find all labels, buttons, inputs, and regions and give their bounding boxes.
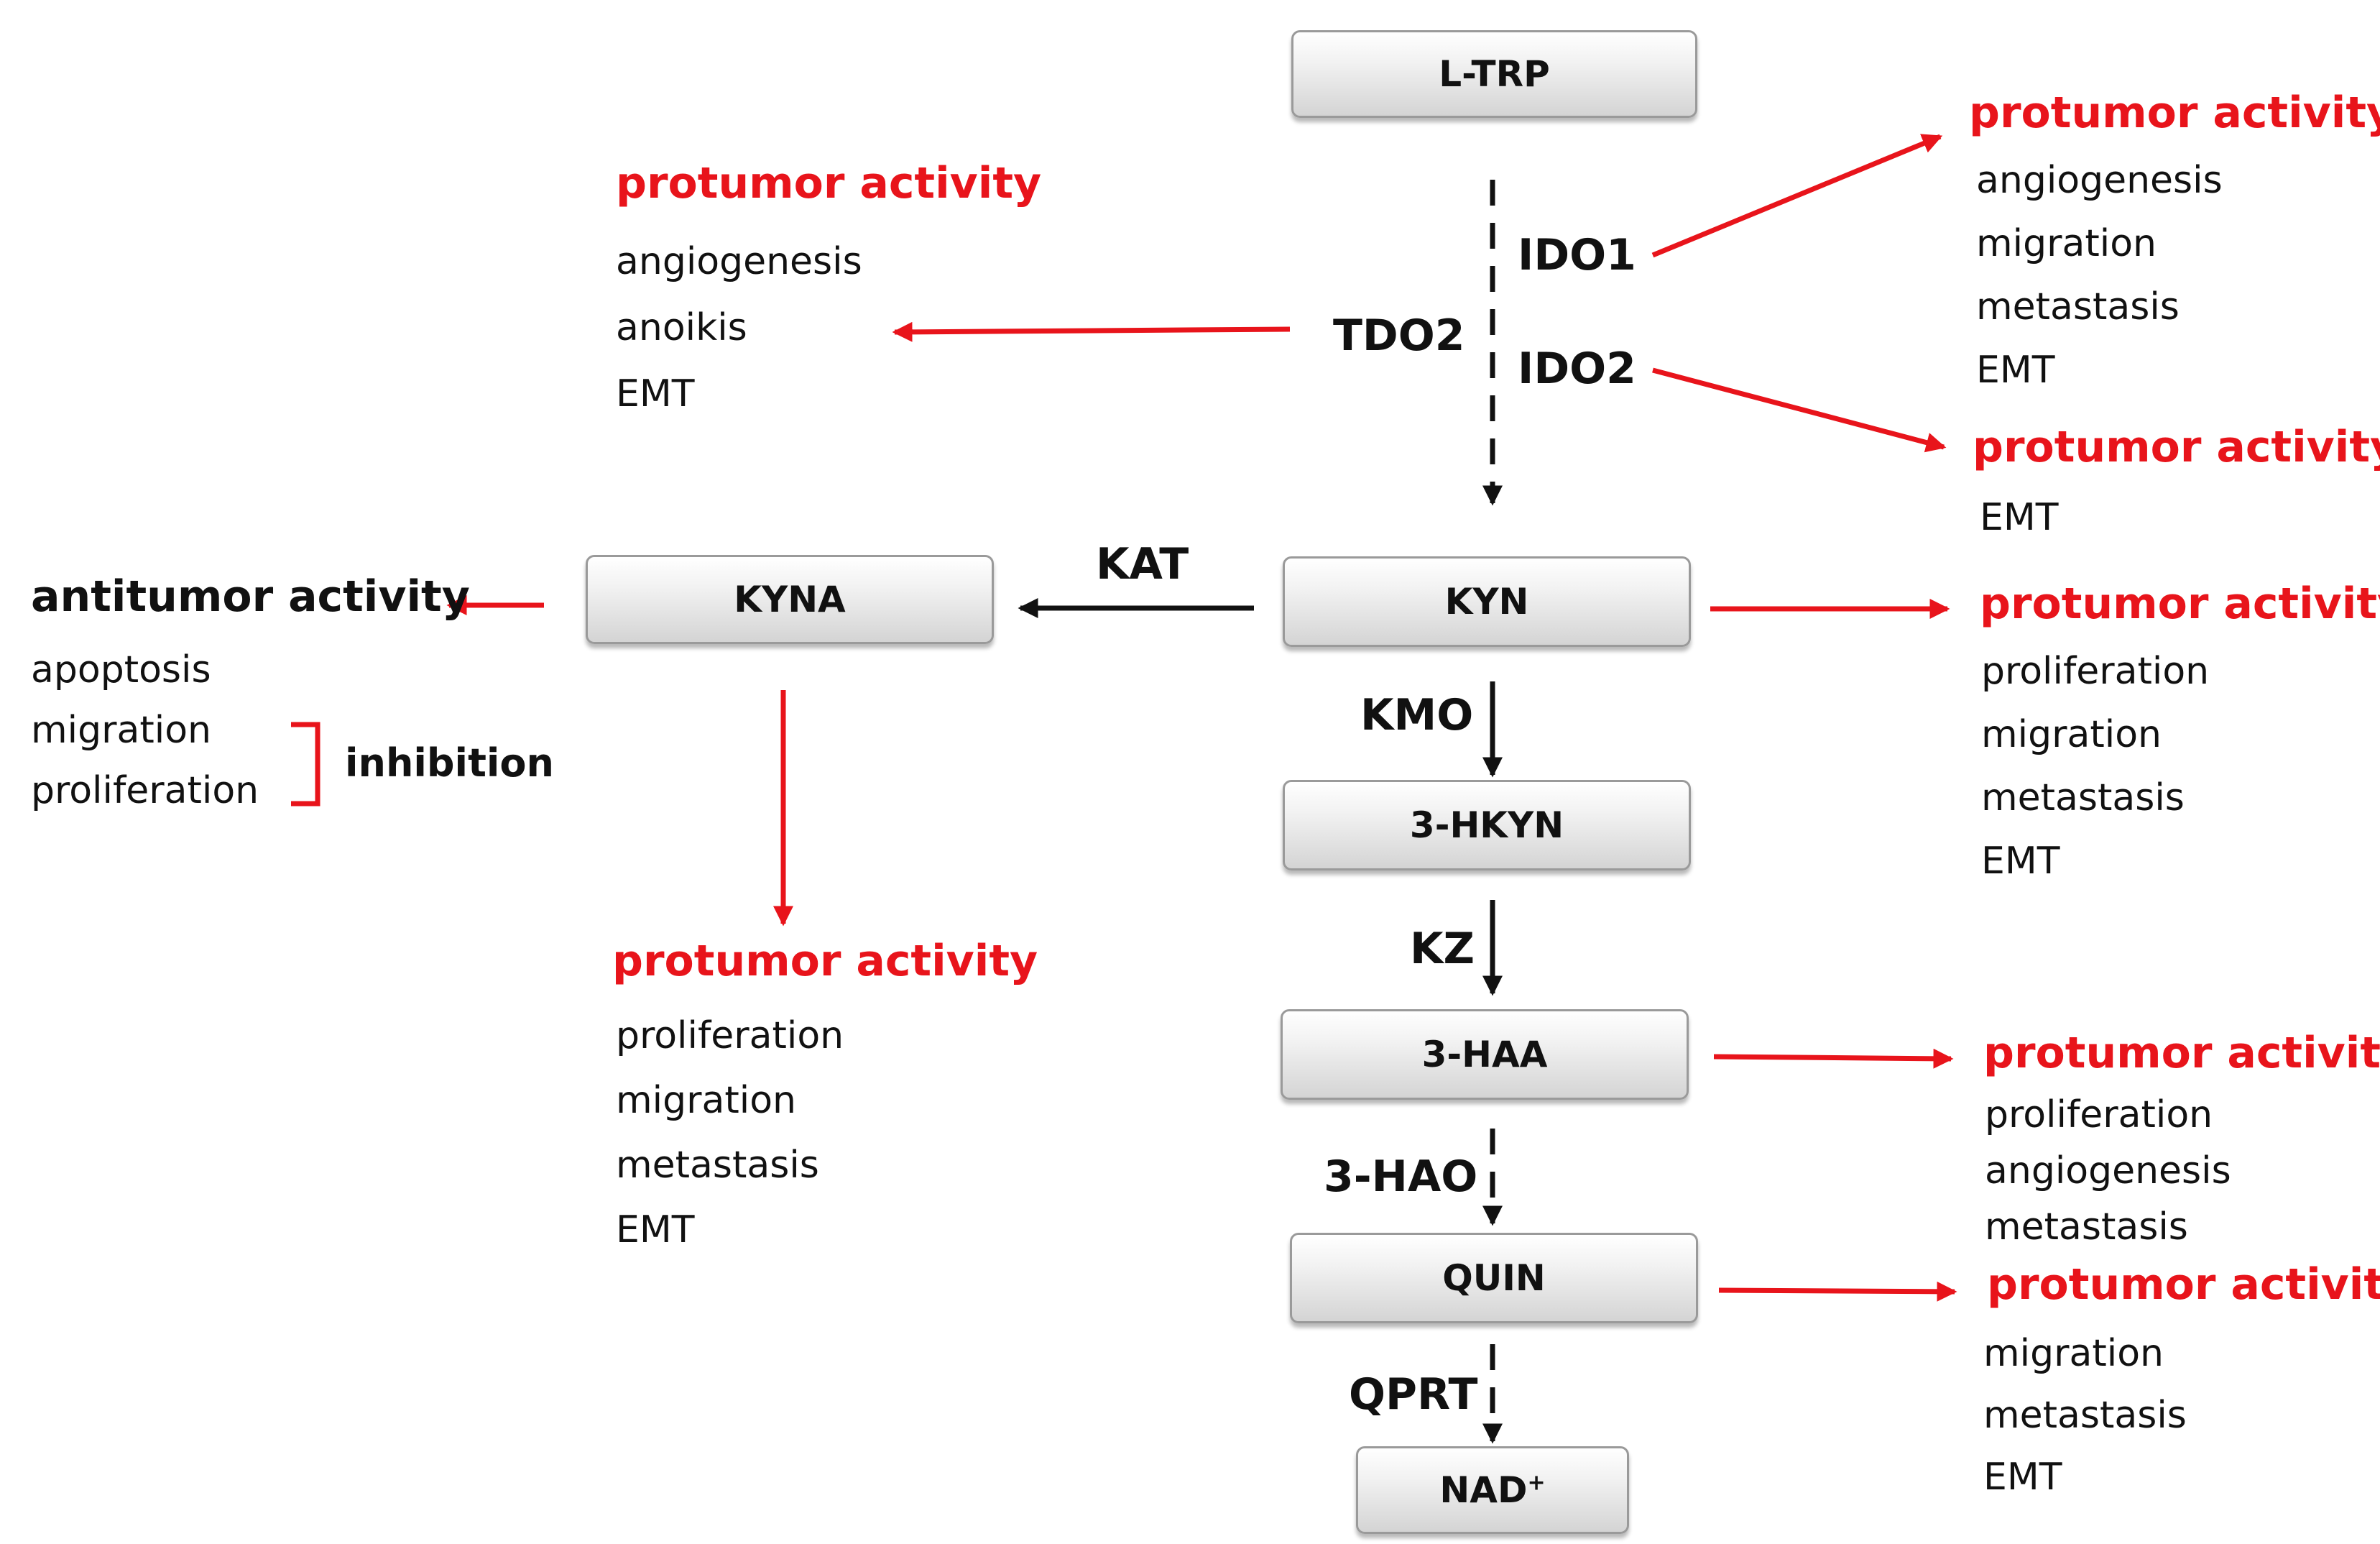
enzyme-tdo2: TDO2	[1333, 311, 1465, 361]
haa-effects-list: proliferation angiogenesis metastasis	[1985, 1087, 2231, 1255]
arrow-haa-effects	[1713, 1048, 1954, 1069]
enzyme-ido1: IDO1	[1518, 230, 1636, 280]
list-item: migration	[31, 709, 211, 752]
list-item: EMT	[616, 1208, 695, 1251]
node-label: L-TRP	[1439, 53, 1550, 95]
list-item: metastasis	[1976, 285, 2180, 328]
kyna-protumor-heading: protumor activity	[612, 936, 1038, 986]
list-item: proliferation	[1981, 650, 2210, 693]
list-item: metastasis	[616, 1144, 819, 1187]
arrow-quin-effects	[1718, 1281, 1957, 1302]
quin-effects-list: migration metastasis EMT	[1983, 1323, 2187, 1508]
kyn-effects-heading: protumor activity	[1980, 579, 2380, 629]
nad-superscript: +	[1527, 1470, 1546, 1496]
enzyme-ido2: IDO2	[1518, 344, 1636, 394]
inhibition-label: inhibition	[345, 740, 554, 786]
ido2-effects-list: EMT	[1980, 489, 2058, 546]
kyna-antitumor-heading: antitumor activity	[31, 571, 470, 622]
list-item: EMT	[1976, 349, 2055, 392]
node-label: QUIN	[1442, 1257, 1546, 1299]
node-l-trp: L-TRP	[1291, 30, 1697, 118]
list-item: metastasis	[1983, 1394, 2187, 1437]
list-item: proliferation	[616, 1014, 844, 1057]
enzyme-kmo: KMO	[1360, 690, 1474, 740]
kyna-protumor-list: proliferation migration metastasis EMT	[616, 1003, 844, 1262]
ido2-effects-heading: protumor activity	[1973, 422, 2380, 472]
list-item: proliferation	[1985, 1093, 2213, 1136]
list-item: EMT	[1981, 840, 2060, 883]
list-item: apoptosis	[31, 648, 211, 691]
list-item: migration	[616, 1079, 796, 1122]
inhibition-bracket	[291, 722, 320, 807]
quin-effects-heading: protumor activity	[1987, 1259, 2380, 1310]
tdo2-effects-list: angiogenesis anoikis EMT	[616, 229, 862, 427]
node-label: KYNA	[734, 579, 846, 620]
list-item: proliferation	[31, 769, 259, 812]
node-nad: NAD+	[1356, 1446, 1629, 1534]
list-item: metastasis	[1981, 776, 2185, 819]
list-item: migration	[1983, 1332, 2164, 1375]
nad-text: NAD	[1439, 1469, 1528, 1511]
node-kyn: KYN	[1283, 556, 1691, 647]
list-item: EMT	[1980, 496, 2059, 539]
node-label: 3-HKYN	[1409, 804, 1564, 846]
node-3-hkyn: 3-HKYN	[1283, 780, 1691, 870]
list-item: EMT	[616, 372, 695, 415]
enzyme-3-hao: 3-HAO	[1324, 1152, 1478, 1202]
arrow-tdo2-effects	[892, 321, 1291, 342]
node-label: KYN	[1444, 581, 1529, 622]
node-label: 3-HAA	[1421, 1034, 1548, 1075]
list-item: anoikis	[616, 306, 747, 349]
enzyme-qprt: QPRT	[1349, 1369, 1478, 1420]
tdo2-effects-heading: protumor activity	[616, 158, 1042, 208]
haa-effects-heading: protumor activity	[1983, 1028, 2380, 1078]
list-item: angiogenesis	[1985, 1149, 2231, 1193]
list-item: migration	[1976, 222, 2157, 265]
enzyme-kz: KZ	[1410, 924, 1475, 974]
list-item: migration	[1981, 713, 2162, 756]
arrow-ido1-effects	[1651, 134, 1943, 258]
node-kyna: KYNA	[586, 555, 994, 644]
node-quin: QUIN	[1290, 1233, 1698, 1323]
list-item: angiogenesis	[616, 240, 862, 283]
list-item: EMT	[1983, 1456, 2062, 1499]
node-label: NAD+	[1439, 1469, 1545, 1511]
node-3-haa: 3-HAA	[1281, 1009, 1689, 1100]
ido1-effects-list: angiogenesis migration metastasis EMT	[1976, 149, 2223, 402]
arrow-ido2-effects	[1652, 367, 1947, 453]
kyn-effects-list: proliferation migration metastasis EMT	[1981, 640, 2209, 893]
list-item: metastasis	[1985, 1205, 2188, 1249]
ido1-effects-heading: protumor activity	[1969, 88, 2380, 138]
enzyme-kat: KAT	[1096, 539, 1189, 589]
kyna-antitumor-list: apoptosis migration proliferation	[31, 640, 259, 821]
list-item: angiogenesis	[1976, 159, 2223, 202]
